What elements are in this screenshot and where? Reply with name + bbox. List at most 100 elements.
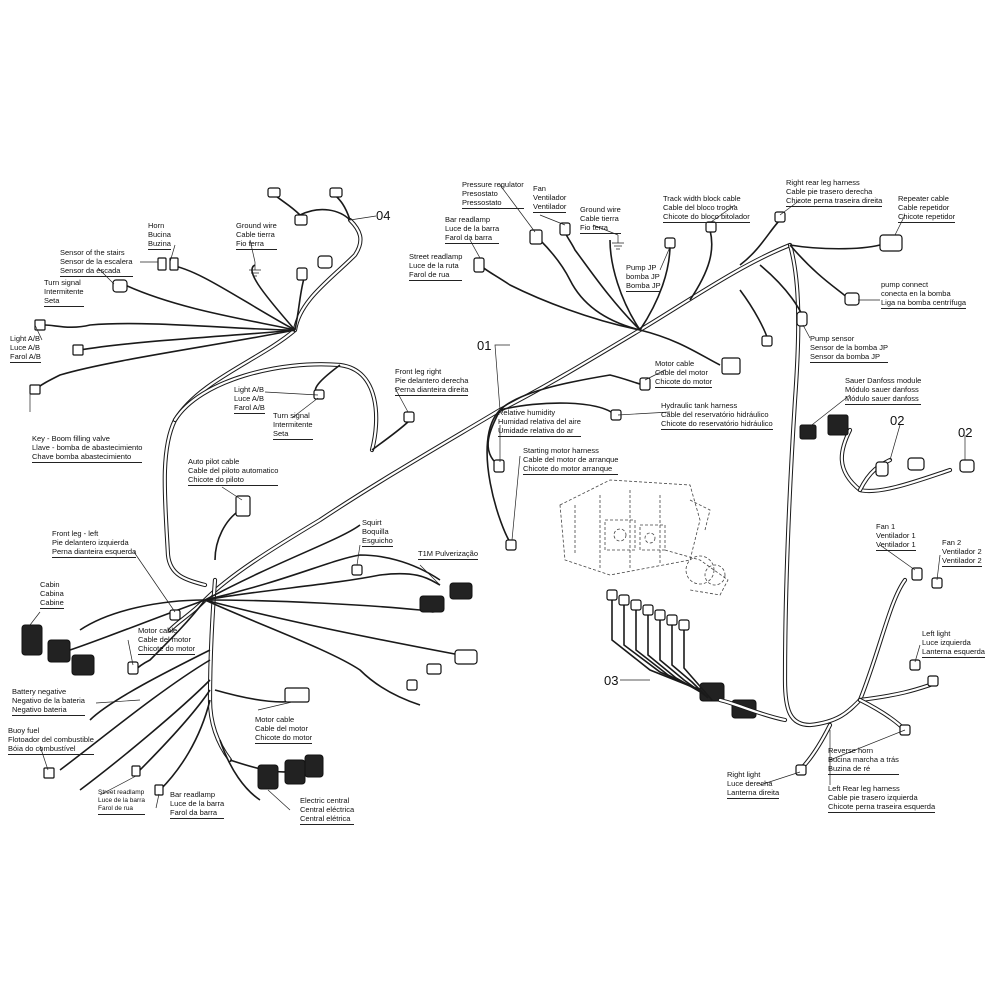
ground-symbols — [249, 235, 624, 277]
connector-central-b — [284, 759, 306, 785]
connector-top-a — [267, 187, 281, 198]
hydraulic-valve-block — [559, 479, 729, 596]
connector-starting-motor — [505, 539, 517, 551]
connector-sauer-a — [799, 424, 817, 440]
connector-right-rear-leg — [774, 211, 786, 223]
connector-top-d — [296, 267, 308, 281]
connector-t1m-a — [419, 595, 445, 613]
connector-04 — [317, 255, 333, 269]
connector-spray-b — [426, 663, 442, 675]
connector-front-leg-right — [403, 411, 415, 423]
label-t1m: T1M Pulverização — [418, 549, 479, 560]
connector-fan-top — [559, 222, 571, 236]
connector-02-b — [907, 457, 925, 471]
connector-pressure-regulator — [529, 229, 543, 245]
connector-motor-top — [639, 377, 651, 391]
connector-02-a — [875, 461, 889, 477]
connector-track-width — [705, 221, 717, 233]
connector-central-c — [304, 754, 324, 778]
connector-02-c — [959, 459, 975, 473]
connector-fan1 — [911, 567, 923, 581]
connector-turn-signal — [112, 279, 128, 293]
callout-04: 04 — [376, 208, 391, 223]
connector-top-b — [329, 187, 343, 198]
connector-central-a — [257, 764, 279, 790]
connector-pump-sensor — [796, 311, 808, 327]
connector-spray-c — [406, 679, 418, 691]
connector-spray-a — [454, 649, 478, 665]
connector-light-ab-b — [72, 344, 84, 356]
connector-turn-mid — [313, 389, 325, 400]
connector-top-c — [294, 214, 308, 226]
connector-horn-b — [169, 257, 179, 271]
connector-motor-left — [127, 661, 139, 675]
connector-left-light — [909, 659, 921, 671]
connector-bar-readlamp-bottom — [154, 784, 164, 796]
connector-repeater — [879, 234, 903, 252]
connector-sauer-b — [827, 414, 849, 436]
connector-horn-a — [157, 257, 167, 271]
connector-street-readlamp-bottom — [131, 765, 141, 777]
connector-front-leg-left — [169, 609, 181, 621]
connector-key — [29, 384, 41, 395]
connector-cabin-a — [21, 624, 43, 656]
connector-buoy-fuel — [43, 767, 55, 779]
connector-misc-right — [761, 335, 773, 347]
connector-auto-pilot — [235, 495, 251, 517]
callout-01: 01 — [477, 338, 492, 353]
connector-motor-bottom — [284, 687, 310, 703]
callout-02-a: 02 — [890, 413, 905, 428]
connector-street-readlamp-top — [473, 257, 485, 273]
connector-cabin-c — [71, 654, 95, 676]
connector-pump-connect — [844, 292, 860, 306]
connector-motor-top-b — [721, 357, 741, 375]
connector-right-light — [795, 764, 807, 776]
leader-lines — [29, 184, 966, 811]
connector-squirt — [351, 564, 363, 576]
connector-t1m-b — [449, 582, 473, 600]
harness-trunks — [162, 217, 953, 773]
harness-03-fingers — [606, 589, 788, 723]
connectors — [21, 187, 975, 796]
